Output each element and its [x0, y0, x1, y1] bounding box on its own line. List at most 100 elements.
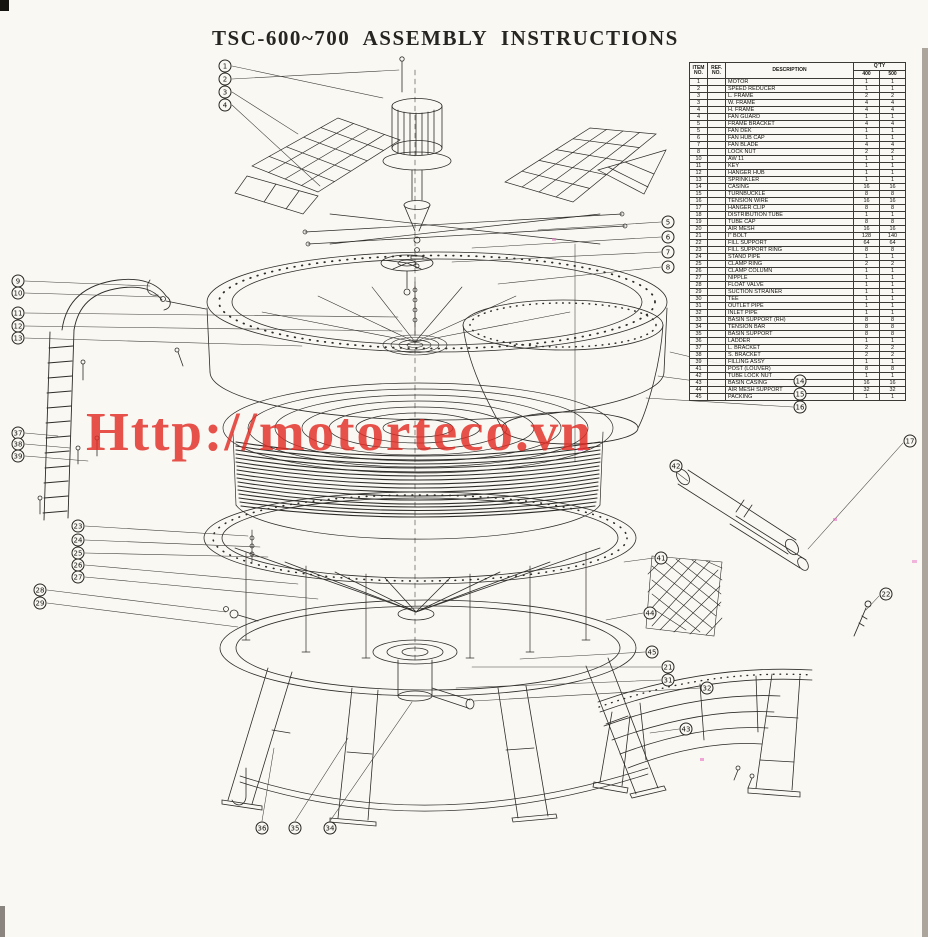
table-cell [707, 351, 726, 359]
table-cell: 8 [853, 330, 880, 338]
table-cell: FAN BLADE [725, 141, 854, 149]
table-cell: 8 [853, 190, 880, 198]
table-cell: TEE [725, 295, 854, 303]
table-cell [707, 99, 726, 107]
table-cell: 1 [853, 267, 880, 275]
table-cell: 7 [689, 141, 708, 149]
table-cell: 43 [689, 379, 708, 387]
table-cell: 1 [853, 358, 880, 366]
table-cell: H. FRAME [725, 106, 854, 114]
table-cell: 8 [879, 246, 906, 254]
table-cell: 8 [879, 323, 906, 331]
scan-specks [552, 238, 917, 761]
table-cell: 1 [853, 309, 880, 317]
table-cell: 42 [689, 372, 708, 380]
table-cell: 8 [853, 316, 880, 324]
table-cell: 2 [879, 351, 906, 359]
table-cell: SPEED REDUCER [725, 85, 854, 93]
table-cell: 1 [879, 288, 906, 296]
bolt-22 [853, 600, 872, 637]
table-cell [707, 344, 726, 352]
table-cell: 1 [879, 295, 906, 303]
table-cell: 2 [879, 92, 906, 100]
table-cell: 8 [879, 316, 906, 324]
table-cell: AW 11 [725, 155, 854, 163]
table-cell [707, 176, 726, 184]
table-cell: 4 [879, 106, 906, 114]
table-cell: TUBE CAP [725, 218, 854, 226]
table-cell: 1 [853, 78, 880, 86]
table-cell: 27 [689, 274, 708, 282]
table-cell [707, 316, 726, 324]
table-cell: CLAMP RING [725, 260, 854, 268]
table-cell: 8 [879, 330, 906, 338]
table-cell [707, 274, 726, 282]
table-cell: 4 [689, 106, 708, 114]
table-cell: 16 [853, 379, 880, 387]
table-cell: 8 [879, 218, 906, 226]
table-cell: 24 [689, 253, 708, 261]
table-cell: OUTLET PIPE [725, 302, 854, 310]
table-cell [707, 85, 726, 93]
table-cell: 64 [879, 239, 906, 247]
table-cell: 1 [879, 155, 906, 163]
table-cell: POST (LOUVER) [725, 365, 854, 373]
table-cell: 8 [879, 365, 906, 373]
table-cell: 16 [879, 197, 906, 205]
table-cell: 23 [689, 246, 708, 254]
table-cell: 4 [853, 141, 880, 149]
table-cell: 1 [853, 127, 880, 135]
table-cell: FILL SUPPORT [725, 239, 854, 247]
table-cell: 16 [689, 197, 708, 205]
table-cell: 1 [853, 134, 880, 142]
table-cell: 1 [853, 281, 880, 289]
bolt-icon [399, 56, 405, 93]
table-cell: 64 [853, 239, 880, 247]
table-cell: TENSION BAR [725, 323, 854, 331]
table-cell [707, 78, 726, 86]
table-cell: 16 [853, 183, 880, 191]
table-cell: 1 [879, 393, 906, 401]
table-cell: S. BRACKET [725, 351, 854, 359]
table-cell: 1 [853, 85, 880, 93]
table-cell: 1 [879, 274, 906, 282]
table-cell: SPRINKLER [725, 176, 854, 184]
table-cell: 8 [853, 218, 880, 226]
table-cell: 1 [853, 253, 880, 261]
table-cell: 8 [879, 204, 906, 212]
table-cell: 16 [853, 225, 880, 233]
leader-lines [24, 65, 904, 822]
table-cell: 1 [879, 134, 906, 142]
table-cell: CLAMP COLUMN [725, 267, 854, 275]
table-cell: 44 [689, 386, 708, 394]
table-cell [707, 134, 726, 142]
table-cell: KEY [725, 162, 854, 170]
table-cell: TURNBUCKLE [725, 190, 854, 198]
table-cell: 38 [689, 351, 708, 359]
table-cell: 1 [853, 337, 880, 345]
table-cell: 8 [853, 246, 880, 254]
table-cell: STAND PIPE [725, 253, 854, 261]
table-cell [707, 106, 726, 114]
table-cell: PACKING [725, 393, 854, 401]
table-cell: 1 [853, 274, 880, 282]
table-cell: W. FRAME [725, 99, 854, 107]
